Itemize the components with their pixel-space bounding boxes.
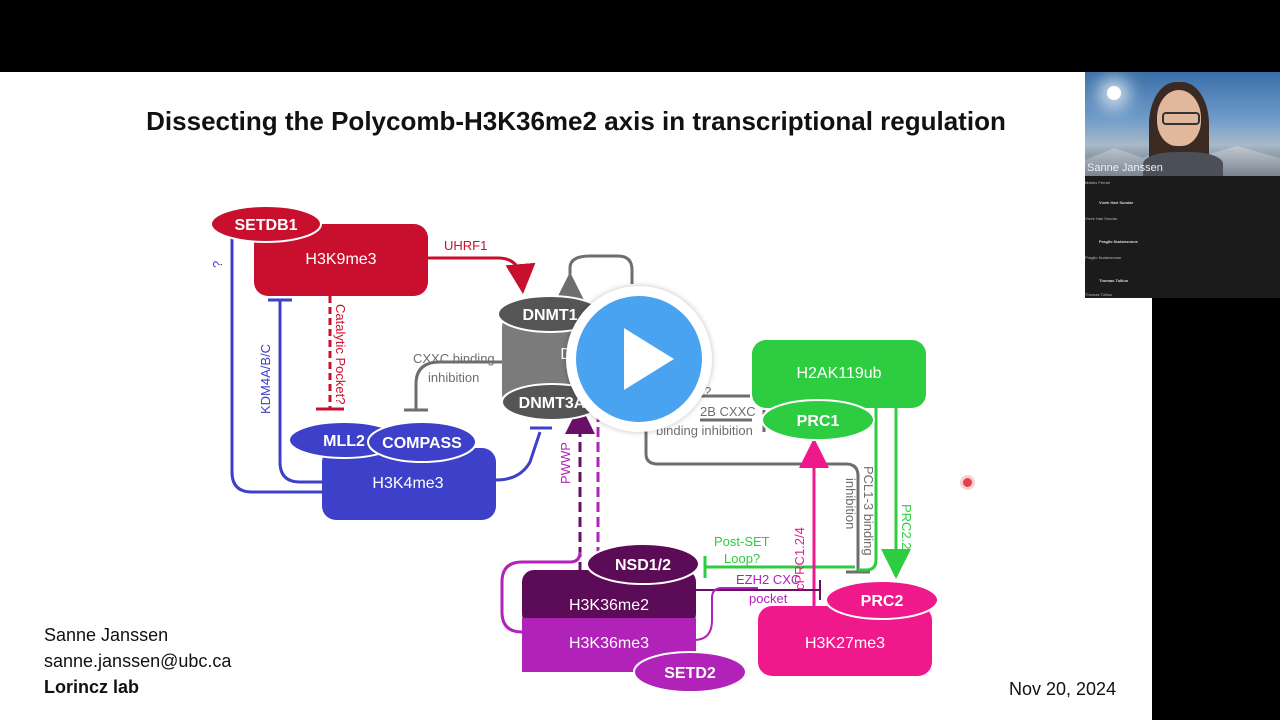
sun-glare [1107,86,1121,100]
presenter-name: Sanne Janssen [44,625,169,645]
pocket-label: pocket [749,591,788,606]
pcl13-label: PCL1-3 binding [861,466,876,556]
h3k36-loop-left [500,551,582,634]
prc1-label: PRC1 [797,413,840,430]
participant-2-name: Vivek Hari Sundar [1099,200,1134,205]
nsd12-label: NSD1/2 [615,557,671,574]
top-black-bar [0,0,1280,72]
h2ak-prc2-green [858,408,878,572]
presenter-lab: Lorincz lab [44,677,140,697]
cxxc-binding-label: CXXC binding [413,351,495,366]
binding-inhibition-label: binding inhibition [656,423,753,438]
setdb1-label: SETDB1 [234,217,297,234]
kdm4-label: KDM4A/B/C [258,344,273,414]
slide-date: Nov 20, 2024 [1009,679,1117,699]
kdm2b-cxxc-label: 2B CXXC [700,404,756,419]
cxxc-inhibit-line [414,360,510,410]
setdb1-inhibit-line [230,230,322,494]
participant-6-name: Thomas Tullius [1099,278,1129,283]
speaker-shirt [1143,152,1223,176]
h3k4me3-node [322,448,496,520]
speaker-video[interactable] [1085,72,1280,176]
play-button[interactable] [566,286,712,432]
dnmt3a-label: DNMT3A [519,395,586,412]
compass-node [367,421,477,463]
h3k36me2-label: H3K36me2 [569,597,649,614]
h2ak119ub-node [752,340,926,408]
loop-label: Loop? [724,551,760,566]
setd2-label: SETD2 [664,665,716,682]
h3k27me3-label: H3K27me3 [805,635,885,652]
right-black-bar [1152,298,1280,720]
speaker-glasses [1162,112,1200,125]
participant-4: Pragilo Nudansonne [1099,239,1179,244]
cprc1-label: cPRC1.2/4 [792,527,807,590]
presenter-email: sanne.janssen@ubc.ca [44,651,232,671]
uhrf1-label: UHRF1 [444,238,487,253]
participant-3: Vivek Hari Sundar [1085,216,1118,221]
prc2-label: PRC2 [861,593,904,610]
h3k9me3-node [254,224,428,296]
speaker-face [1157,90,1201,146]
uhrf1-arrow [428,256,536,294]
h3k36-loop-right [693,587,758,641]
ezh2-cxc-label: EZH2 CXC [736,572,800,587]
h3k36me3-label: H3K36me3 [569,635,649,652]
mll2-label: MLL2 [323,433,365,450]
question-left-label: ? [210,261,225,268]
participant-1: Matteo Ferrari [1085,180,1111,185]
pcl-inhibition-label: inhibition [843,478,858,529]
dnmt1-label: DNMT1 [522,307,577,324]
participant-2: Vivek Hari Sundar [1099,200,1179,205]
inhibition-label: inhibition [428,370,479,385]
participant-4-name: Pragilo Nudansonne [1099,239,1138,244]
video-panel: Sanne Janssen Matteo Ferrari Vivek Hari … [1085,72,1280,298]
h2ak119ub-label: H2AK119ub [796,365,881,382]
h3k27me3-node [758,606,932,676]
prc2-node [825,580,939,620]
compass-label: COMPASS [382,435,462,452]
slide-title: Dissecting the Polycomb-H3K36me2 axis in… [146,106,1006,136]
participant-7: Thomas Tullius [1085,292,1112,297]
h3k4me3-dnmt3a-inhibit [495,431,542,482]
prc22-label: PRC2.2 [899,504,914,550]
question-prc1-label: ? [704,384,711,399]
participant-6: Thomas Tullius [1099,278,1179,283]
kdm4-inhibit-line [278,300,322,484]
play-button-circle[interactable] [576,296,702,422]
prc1-node [761,399,875,441]
nsd12-node [586,543,700,585]
setd2-node [633,651,747,693]
catalytic-pocket-label: Catalytic Pocket? [333,304,348,404]
h3k9me3-label: H3K9me3 [305,251,376,268]
gray-loop-prc2 [644,408,860,572]
participant-5: Pragilo Nudansonne [1085,255,1122,260]
post-set-label: Post-SET [714,534,770,549]
pwwp-label: PWWP [558,442,573,484]
pointer-dot [963,478,972,487]
dnmt1-self-loop [555,254,634,302]
presenter-info: Sanne Janssen sanne.janssen@ubc.ca Lorin… [44,622,231,700]
h3k4me3-label: H3K4me3 [372,475,443,492]
setdb1-node [210,205,322,243]
speaker-name-label: Sanne Janssen [1087,162,1163,174]
presentation-slide: Dissecting the Polycomb-H3K36me2 axis in… [0,72,1152,720]
play-icon [624,328,674,390]
